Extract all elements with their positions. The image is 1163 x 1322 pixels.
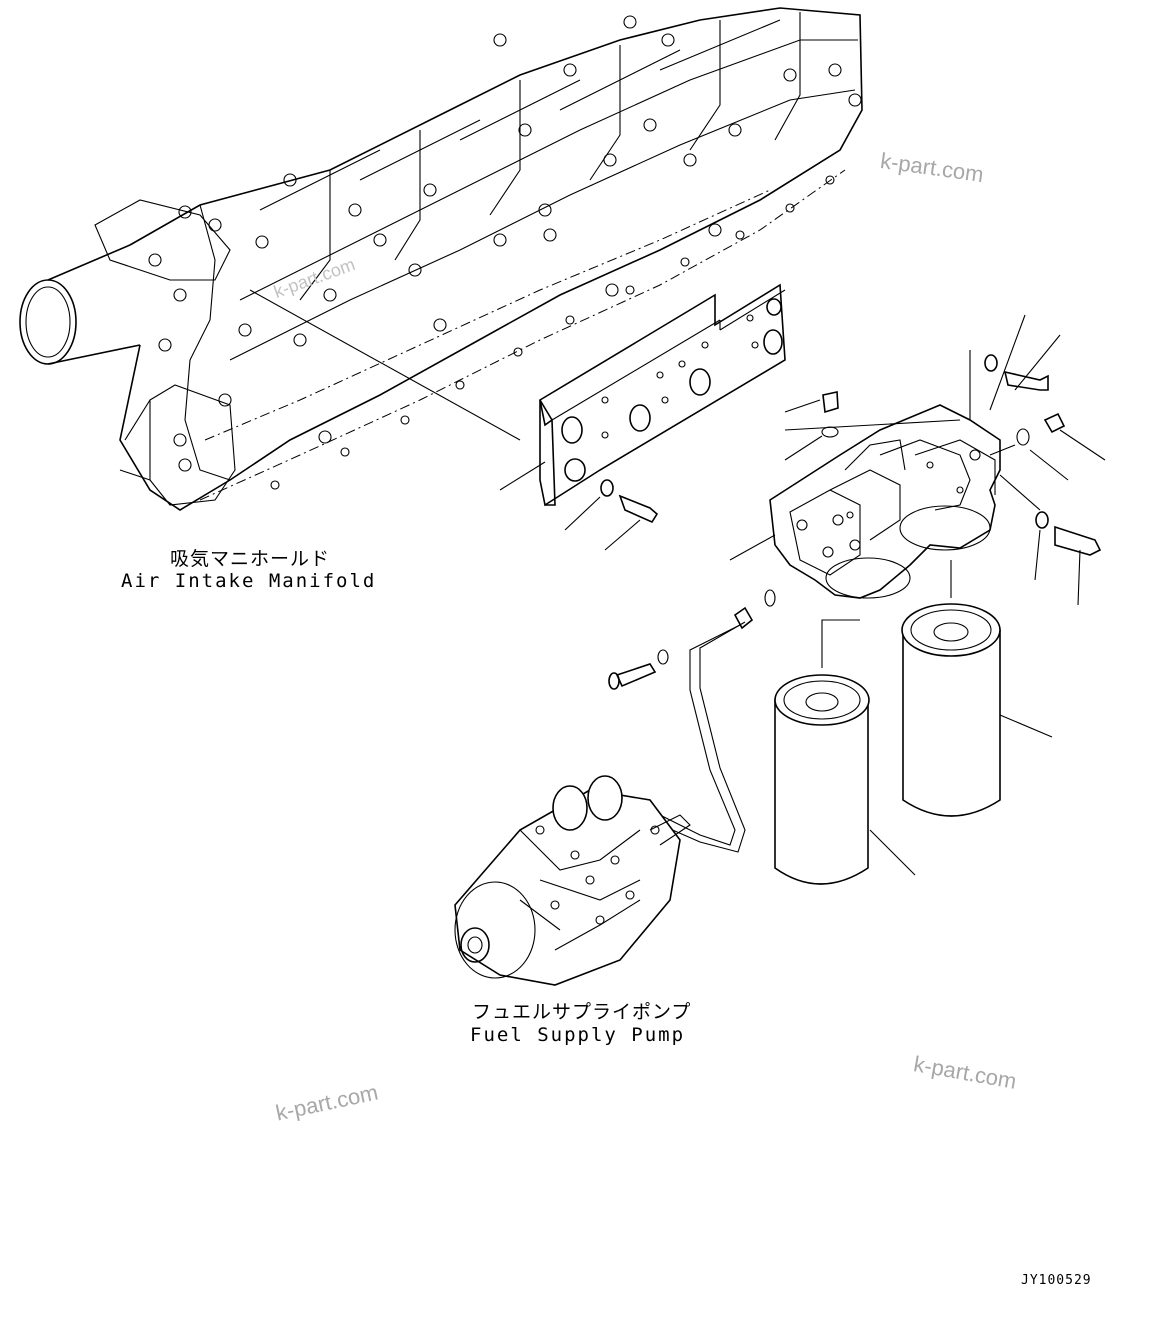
intake-manifold-label-en: Air Intake Manifold [121,570,377,592]
fuel-pump-drawing [454,775,691,986]
fuel-pump-label-en: Fuel Supply Pump [470,1024,686,1046]
filter-head-drawing [729,314,1106,607]
spacer-plate-drawing [499,283,786,551]
fuel-pipe-drawing [608,606,754,853]
fuel-filter-left-drawing [774,619,870,885]
intake-manifold-label-jp: 吸気マニホールド [170,548,331,570]
fuel-filter-right-drawing [869,560,1053,876]
engine-block-drawing [19,7,863,511]
fuel-pump-label-jp: フュエルサプライポンプ [472,1001,692,1023]
drawing-code: JY100529 [1021,1273,1092,1288]
